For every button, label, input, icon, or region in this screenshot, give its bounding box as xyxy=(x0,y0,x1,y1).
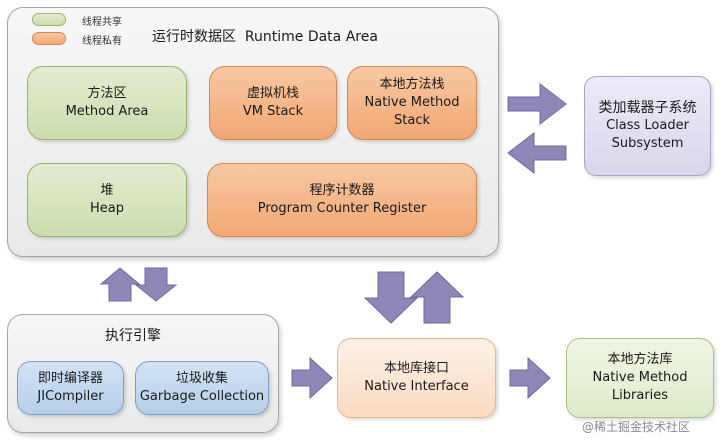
method-area-en: Method Area xyxy=(65,104,149,119)
jit-compiler-zh: 即时编译器 xyxy=(37,371,103,386)
vm-stack-box: 虚拟机栈 VM Stack xyxy=(209,66,337,140)
class-loader-subsystem-box: 类加载器子系统 Class Loader Subsystem xyxy=(584,76,711,176)
native-stack-en1: Native Method xyxy=(364,95,460,110)
native-libraries-en1: Native Method xyxy=(592,370,688,385)
pc-register-zh: 程序计数器 xyxy=(309,183,375,198)
legend-private-label: 线程私有 xyxy=(82,36,122,47)
down-arrow-icon xyxy=(134,267,178,302)
up-arrow-icon xyxy=(409,271,465,324)
class-loader-en1: Class Loader xyxy=(606,118,689,133)
watermark: @稀土掘金技术社区 xyxy=(582,420,691,434)
class-loader-zh: 类加载器子系统 xyxy=(598,100,697,116)
native-stack-zh: 本地方法栈 xyxy=(379,77,445,92)
right-arrow-icon xyxy=(509,356,551,400)
heap-zh: 堆 xyxy=(100,183,114,198)
execution-engine-title: 执行引擎 xyxy=(105,328,161,344)
native-interface-zh: 本地库接口 xyxy=(383,361,449,376)
native-libraries-zh: 本地方法库 xyxy=(607,352,673,367)
method-area-box: 方法区 Method Area xyxy=(27,66,187,140)
native-interface-box: 本地库接口 Native Interface xyxy=(337,338,496,418)
legend-shared-label: 线程共享 xyxy=(82,17,122,28)
garbage-collection-box: 垃圾收集 Garbage Collection xyxy=(135,361,269,415)
vm-stack-zh: 虚拟机栈 xyxy=(246,86,299,101)
native-stack-en2: Stack xyxy=(394,113,430,128)
native-method-stack-box: 本地方法栈 Native Method Stack xyxy=(347,66,477,140)
runtime-data-area-title: 运行时数据区 Runtime Data Area xyxy=(152,29,378,45)
down-arrow-icon xyxy=(363,271,419,324)
jit-compiler-en: JICompiler xyxy=(37,389,104,404)
native-method-libraries-box: 本地方法库 Native Method Libraries xyxy=(566,338,714,418)
jit-compiler-box: 即时编译器 JICompiler xyxy=(17,361,124,415)
garbage-collection-en: Garbage Collection xyxy=(139,389,265,404)
class-loader-en2: Subsystem xyxy=(611,136,684,151)
pc-register-en: Program Counter Register xyxy=(257,201,427,216)
vm-stack-en: VM Stack xyxy=(242,104,304,119)
up-arrow-icon xyxy=(99,267,141,302)
legend-private-swatch xyxy=(32,32,66,45)
right-arrow-icon xyxy=(291,356,333,400)
right-arrow-icon xyxy=(507,82,567,126)
native-interface-en: Native Interface xyxy=(364,379,469,394)
legend-shared-swatch xyxy=(32,13,66,26)
method-area-zh: 方法区 xyxy=(87,86,127,101)
garbage-collection-zh: 垃圾收集 xyxy=(175,371,228,386)
heap-en: Heap xyxy=(90,201,124,216)
heap-box: 堆 Heap xyxy=(27,163,187,237)
native-libraries-en2: Libraries xyxy=(611,388,669,403)
left-arrow-icon xyxy=(507,131,567,175)
program-counter-register-box: 程序计数器 Program Counter Register xyxy=(207,163,477,237)
